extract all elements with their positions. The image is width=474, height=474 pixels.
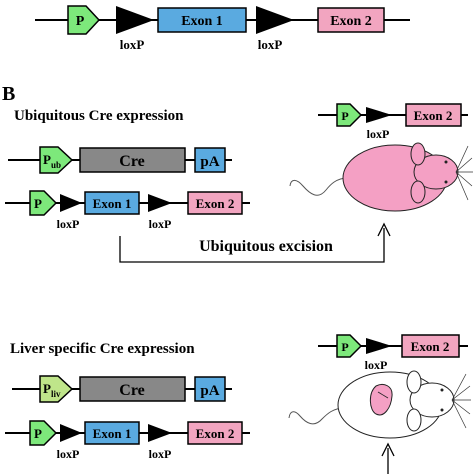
loxp-triangle [366, 338, 392, 354]
cre-box [79, 147, 186, 173]
loxp-triangle-right [148, 424, 172, 442]
loxp-triangle-left [60, 424, 82, 442]
liver-organ [369, 383, 393, 416]
exon2-box [405, 103, 462, 127]
loxp-label-left: loxP [120, 37, 145, 52]
ubiquitous-result-construct: P loxP Exon 2 [318, 103, 468, 141]
mouse-ear-upper [410, 142, 426, 166]
pa-label: pA [200, 154, 219, 170]
mouse-whiskers [455, 145, 473, 201]
exon1-box [157, 7, 247, 33]
promoter-arrow [336, 334, 363, 358]
liver-driver-construct: Pliv Cre pA [12, 375, 232, 403]
promoter-label: P [341, 340, 348, 354]
loxp-label-left: loxP [57, 447, 80, 461]
liver-title: Liver specific Cre expression [10, 341, 195, 357]
loxp-label: loxP [365, 358, 388, 372]
promoter-arrow [29, 190, 58, 216]
exon1-box [84, 191, 140, 215]
promoter-arrow [67, 5, 101, 35]
promoter-ub-arrow [39, 146, 74, 174]
ubiquitous-target-construct: P loxP Exon 1 loxP Exon 2 [5, 190, 250, 231]
exon2-box [317, 7, 385, 33]
mouse-eye-upper [440, 388, 444, 392]
arrow-head [381, 442, 395, 457]
excision-label: Ubiquitous excision [199, 238, 333, 255]
exon2-label: Exon 2 [330, 14, 372, 29]
exon1-label: Exon 1 [93, 426, 132, 441]
promoter-arrow [29, 420, 58, 446]
promoter-label: P [76, 14, 85, 29]
exon2-box [187, 421, 243, 445]
promoter-liv-label: Pliv [43, 381, 61, 399]
liver-excision-arrow [381, 442, 395, 474]
cre-label: Cre [119, 382, 144, 399]
mouse-whiskers [451, 373, 471, 429]
loxp-triangle-right [256, 6, 294, 34]
cre-box [79, 376, 186, 402]
exon2-label: Exon 2 [411, 339, 450, 354]
exon2-label: Exon 2 [196, 196, 235, 211]
mouse-eye-lower [440, 408, 444, 412]
excision-path [119, 228, 385, 263]
exon2-label: Exon 2 [196, 426, 235, 441]
mouse-eye-upper [444, 160, 448, 164]
exon2-box [401, 334, 460, 358]
loxp-label-left: loxP [57, 217, 80, 231]
loxp-triangle-right [148, 194, 172, 212]
ubiquitous-title: Ubiquitous Cre expression [14, 108, 184, 124]
pa-box [194, 376, 226, 402]
loxp-label-right: loxP [149, 447, 172, 461]
ubiquitous-excision-arrow: Ubiquitous excision [119, 222, 391, 263]
ubiquitous-driver-construct: Pub Cre pA [8, 146, 232, 174]
liver-result-construct: P loxP Exon 2 [318, 334, 468, 372]
loxp-label-right: loxP [149, 217, 172, 231]
exon1-box [84, 421, 140, 445]
loxp-triangle-left [116, 6, 154, 34]
arrow-head [377, 222, 391, 237]
promoter-ub-label: Pub [43, 152, 61, 170]
pa-box [194, 147, 226, 173]
promoter-liv-arrow [39, 375, 74, 403]
mouse-tail [289, 177, 349, 196]
exon1-label: Exon 1 [93, 196, 132, 211]
promoter-label: P [34, 426, 42, 441]
exon2-label: Exon 2 [414, 108, 453, 123]
pink-mouse-illustration [289, 142, 473, 212]
mouse-ear-lower [410, 180, 426, 204]
mouse-eye-lower [444, 180, 448, 184]
exon2-box [187, 191, 243, 215]
mouse-ear-upper [406, 370, 422, 394]
liver-lobe-line [377, 391, 389, 399]
promoter-label: P [34, 196, 42, 211]
mouse-tail [288, 407, 346, 425]
loxp-label-right: loxP [258, 37, 283, 52]
panel-letter-b: B [2, 83, 15, 105]
loxp-triangle [366, 107, 392, 123]
mouse-ear-lower [406, 408, 422, 432]
loxp-triangle-left [60, 194, 82, 212]
promoter-arrow [336, 103, 363, 127]
liver-target-construct: P loxP Exon 1 loxP Exon 2 [5, 420, 250, 461]
pa-label: pA [200, 383, 219, 399]
excision-label-bg [178, 234, 354, 256]
promoter-label: P [341, 109, 348, 123]
exon1-label: Exon 1 [181, 14, 223, 29]
cre-label: Cre [119, 153, 144, 170]
loxp-label: loxP [367, 127, 390, 141]
panel-a-construct: P loxP Exon 1 loxP Exon 2 [35, 5, 410, 52]
white-mouse-illustration [288, 370, 471, 439]
